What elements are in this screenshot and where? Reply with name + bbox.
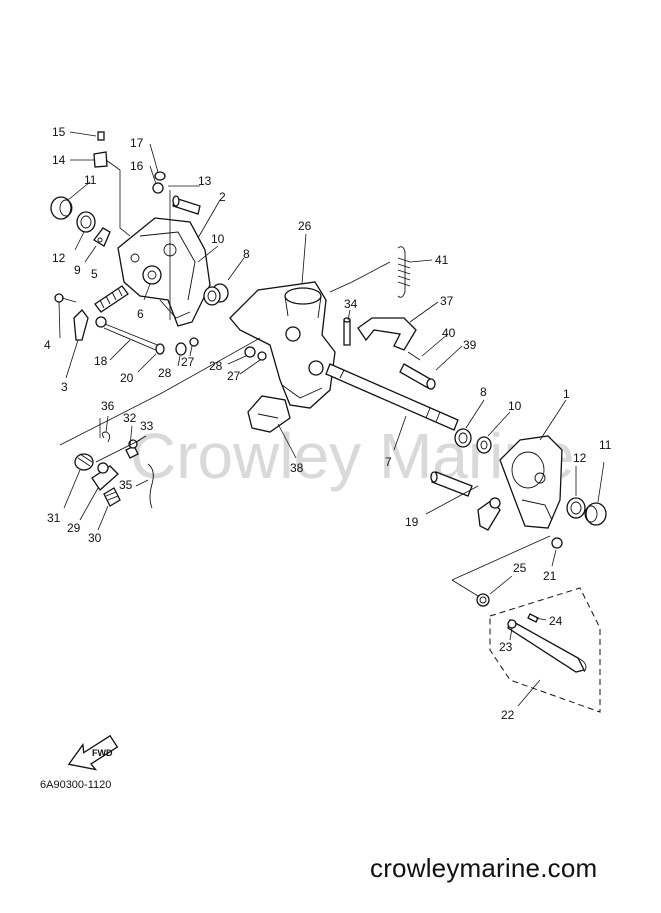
spring-41 [397,246,411,298]
callout-32: 32 [123,411,137,425]
pin-19 [430,471,473,497]
callout-5: 5 [91,267,98,281]
callout-41: 41 [435,253,449,267]
pin-13 [172,195,201,215]
callout-15: 15 [52,125,66,139]
callout-3: 3 [61,380,68,394]
callout-29: 29 [67,521,81,535]
swivel-bracket-26 [229,281,336,409]
lever-19 [477,497,501,531]
callout-8-upper: 8 [243,247,250,261]
callout-11-lower: 11 [599,438,612,452]
lever-3 [73,309,89,341]
nut-21 [551,537,563,549]
clip-36 [101,431,111,443]
callout-10-lower: 10 [508,399,522,413]
grease-nipple-14 [93,151,108,168]
callout-35: 35 [119,478,133,492]
callout-23: 23 [499,640,513,654]
callout-30: 30 [88,531,102,545]
fwd-arrow: FWD [67,734,119,771]
callout-31: 31 [47,511,61,525]
callout-14: 14 [52,153,66,167]
nut-17 [154,171,166,181]
nut-20 [155,343,165,355]
callout-19: 19 [405,515,419,529]
callout-17: 17 [130,136,144,150]
bushing-28-upper [175,342,187,356]
nut-27-lower [257,351,267,361]
callout-6: 6 [137,307,144,321]
bushing-8-lower [454,428,472,448]
callout-12-upper: 12 [52,251,66,265]
washer-16 [152,182,164,194]
callout-28-upper: 28 [158,366,172,380]
clip-40 [407,351,421,361]
clip-37 [357,317,417,351]
callout-36: 36 [101,399,115,413]
callout-21: 21 [543,569,557,583]
stopper-9 [93,227,111,247]
washer-10-lower [476,436,492,454]
callout-22: 22 [501,708,515,722]
callout-26: 26 [298,219,312,233]
fwd-label: FWD [92,748,113,758]
callout-11-upper: 11 [84,173,97,187]
watermark-text: Crowley Marine [130,420,575,492]
callout-25: 25 [513,561,527,575]
nut-33 [128,439,138,449]
bushing-12-lower [566,497,586,519]
pin-34 [343,317,351,346]
bolt-18 [95,316,161,352]
pad-30 [103,487,121,507]
steering-shaft-7 [325,363,459,431]
callout-10-upper: 10 [211,232,225,246]
nut-27-upper [189,337,199,347]
callout-34: 34 [344,297,358,311]
callout-40: 40 [442,326,456,340]
screw-15 [97,131,105,141]
callout-16: 16 [130,159,144,173]
bracket-38 [247,395,291,433]
callout-38: 38 [290,461,304,475]
callout-27-upper: 27 [181,355,195,369]
pin-24 [527,613,539,623]
clamp-bracket-1 [499,435,563,529]
spring-5 [94,285,129,313]
callout-18: 18 [94,354,108,368]
callout-7: 7 [385,455,392,469]
bushing-11-upper [50,196,73,220]
bolt-4 [54,293,77,303]
callout-20: 20 [120,371,134,385]
pin-39 [399,363,436,390]
leader-lines [58,131,605,707]
callout-4: 4 [44,338,51,352]
bushing-8-upper [203,286,221,306]
callout-24: 24 [549,614,563,628]
callout-37: 37 [440,294,454,308]
swivel-bracket-left [117,217,211,327]
bushing-12-upper [76,211,96,233]
callout-8-lower: 8 [480,385,487,399]
bushing-28-lower [244,346,256,358]
nut-25 [476,593,490,607]
callout-9: 9 [74,263,81,277]
callout-labels: 15 14 17 16 11 13 2 12 9 10 26 8 41 5 37… [44,125,612,722]
callout-28-lower: 28 [209,359,223,373]
callout-13: 13 [198,174,212,188]
callout-2: 2 [219,190,226,204]
spring-31 [74,453,94,471]
callout-27-lower: 27 [227,369,241,383]
wire-35 [147,463,154,509]
bushing-11-lower [584,502,607,526]
bolt-23 [507,619,517,629]
callout-33: 33 [140,419,154,433]
lever-29 [91,462,119,491]
callout-1: 1 [563,387,570,401]
drawing-code: 6A90300-1120 [40,779,111,791]
website-footer: crowleymarine.com [370,853,598,883]
callout-12-lower: 12 [573,451,587,465]
callout-39: 39 [463,338,477,352]
